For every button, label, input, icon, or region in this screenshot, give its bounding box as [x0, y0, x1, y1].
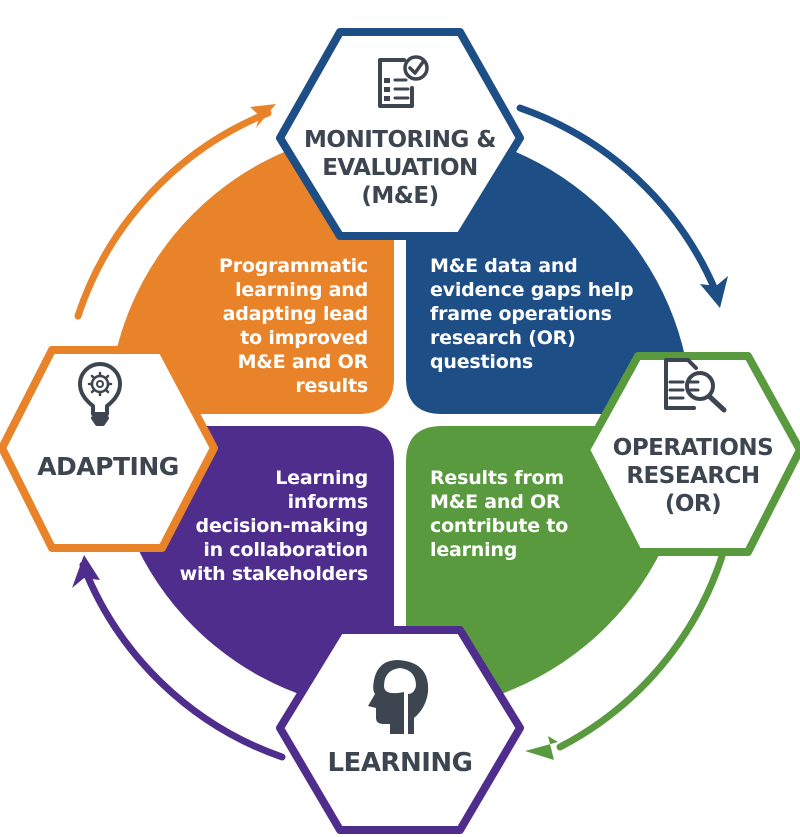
learning-label: LEARNING	[327, 748, 473, 778]
arrow-head-green	[525, 736, 558, 760]
head-brain-icon	[368, 660, 429, 734]
arrow-me-to-or	[516, 104, 720, 296]
checklist-icon	[378, 55, 429, 108]
document-search-icon	[664, 358, 727, 413]
hex-monitoring-evaluation	[276, 28, 524, 240]
or-label: OPERATIONS RESEARCH (OR)	[612, 435, 774, 517]
arrow-head-purple	[72, 555, 100, 588]
quadrant-text-bottom-left: Learning informs decision-making in coll…	[179, 467, 369, 585]
hex-operations-research	[582, 352, 800, 556]
me-label: MONITORING & EVALUATION (M&E)	[304, 127, 496, 209]
arrow-or-to-learning	[556, 546, 728, 751]
hexagons	[0, 28, 800, 834]
quadrant-text-top-left: Programmatic learning and adapting lead …	[218, 255, 368, 397]
lightbulb-gear-icon	[78, 362, 122, 426]
arrow-learning-to-adapting	[79, 561, 286, 761]
quadrant-text-bottom-right: Results from M&E and OR contribute to le…	[430, 467, 569, 561]
hex-adapting	[0, 346, 218, 552]
adapting-label: ADAPTING	[37, 452, 179, 481]
quadrant-text-top-right: M&E data and evidence gaps help frame op…	[430, 255, 634, 373]
arrow-head-blue	[700, 276, 728, 308]
arrow-head-orange	[250, 104, 276, 128]
cycle-arrows	[72, 104, 728, 761]
arrow-adapting-to-me	[74, 109, 272, 320]
